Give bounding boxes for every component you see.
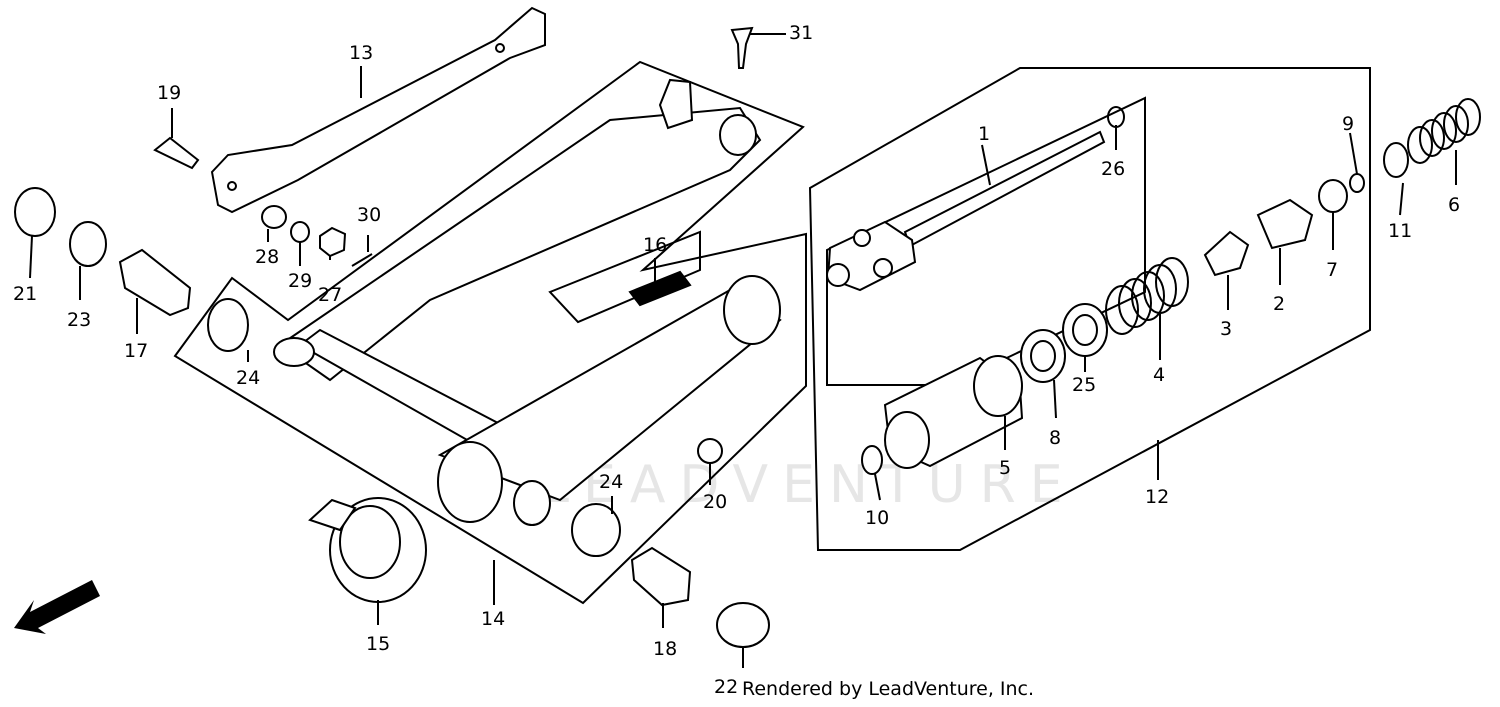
part-11-circlip <box>1383 142 1409 178</box>
part-30-pin <box>351 253 373 267</box>
part-3-cam <box>1203 230 1250 277</box>
callout-30: 30 <box>357 204 382 226</box>
part-2-joint <box>1256 198 1314 250</box>
callout-3: 3 <box>1220 318 1233 340</box>
callout-1: 1 <box>978 123 991 145</box>
callout-19: 19 <box>157 82 182 104</box>
callout-13: 13 <box>349 42 374 64</box>
callout-15: 15 <box>366 633 391 655</box>
callout-8: 8 <box>1049 427 1062 449</box>
swingarm-boundary <box>173 60 807 605</box>
callout-20: 20 <box>703 491 728 513</box>
callout-9: 9 <box>1342 113 1355 135</box>
callout-22: 22 <box>714 676 739 698</box>
part-28-washer <box>261 205 287 229</box>
part-7-bearing <box>1318 179 1348 213</box>
part-4-spring <box>1105 257 1189 335</box>
part-22-cap <box>716 602 770 648</box>
part-5-housing <box>883 355 1024 469</box>
part-31-bolt <box>730 26 754 69</box>
part-9-clip <box>1349 173 1365 193</box>
callout-6: 6 <box>1448 194 1461 216</box>
part-23-washer <box>69 221 107 267</box>
part-6-spring <box>1407 98 1481 164</box>
part-29-collar <box>290 221 310 243</box>
part-19-bolt <box>153 136 200 170</box>
callout-2: 2 <box>1273 293 1286 315</box>
callout-11: 11 <box>1388 220 1413 242</box>
callout-29: 29 <box>288 270 313 292</box>
callout-26: 26 <box>1101 158 1126 180</box>
callout-24-left: 24 <box>236 367 261 389</box>
part-15-boot <box>308 497 427 603</box>
part-8-seal <box>1020 329 1066 383</box>
callout-12: 12 <box>1145 486 1170 508</box>
watermark: LEADVENTURE <box>540 455 1077 515</box>
callout-4: 4 <box>1153 364 1166 386</box>
callout-31: 31 <box>789 22 814 44</box>
part-18-pivot <box>630 546 692 607</box>
part-26-clip <box>1107 106 1125 128</box>
part-24-bearing-b <box>571 503 621 557</box>
part-20-nut <box>697 438 723 464</box>
callout-18: 18 <box>653 638 678 660</box>
part-16-plate <box>548 230 701 324</box>
driveshaft-boundary <box>808 67 1371 551</box>
callout-5: 5 <box>999 457 1012 479</box>
callout-28: 28 <box>255 246 280 268</box>
footer-credit: Rendered by LeadVenture, Inc. <box>742 678 1035 700</box>
callout-10: 10 <box>865 507 890 529</box>
callout-24-right: 24 <box>599 471 624 493</box>
callout-21: 21 <box>13 283 38 305</box>
part-13-bracket <box>210 6 546 214</box>
part-21-nut <box>14 187 56 237</box>
callout-25: 25 <box>1072 374 1097 396</box>
callout-17: 17 <box>124 340 149 362</box>
callout-27: 27 <box>318 284 343 306</box>
part-24-bearing-a <box>207 298 249 352</box>
part-1-shaft <box>826 130 1106 292</box>
part-10-clip <box>861 445 883 475</box>
part-25-seal <box>1062 303 1108 357</box>
callout-16: 16 <box>643 234 668 256</box>
part-14-swingarm <box>273 78 782 526</box>
callout-7: 7 <box>1326 259 1339 281</box>
part-27-nut <box>319 226 347 258</box>
part-17-pivot <box>118 248 192 317</box>
fwd-arrow <box>14 580 100 634</box>
callout-14: 14 <box>481 608 506 630</box>
callout-23: 23 <box>67 309 92 331</box>
